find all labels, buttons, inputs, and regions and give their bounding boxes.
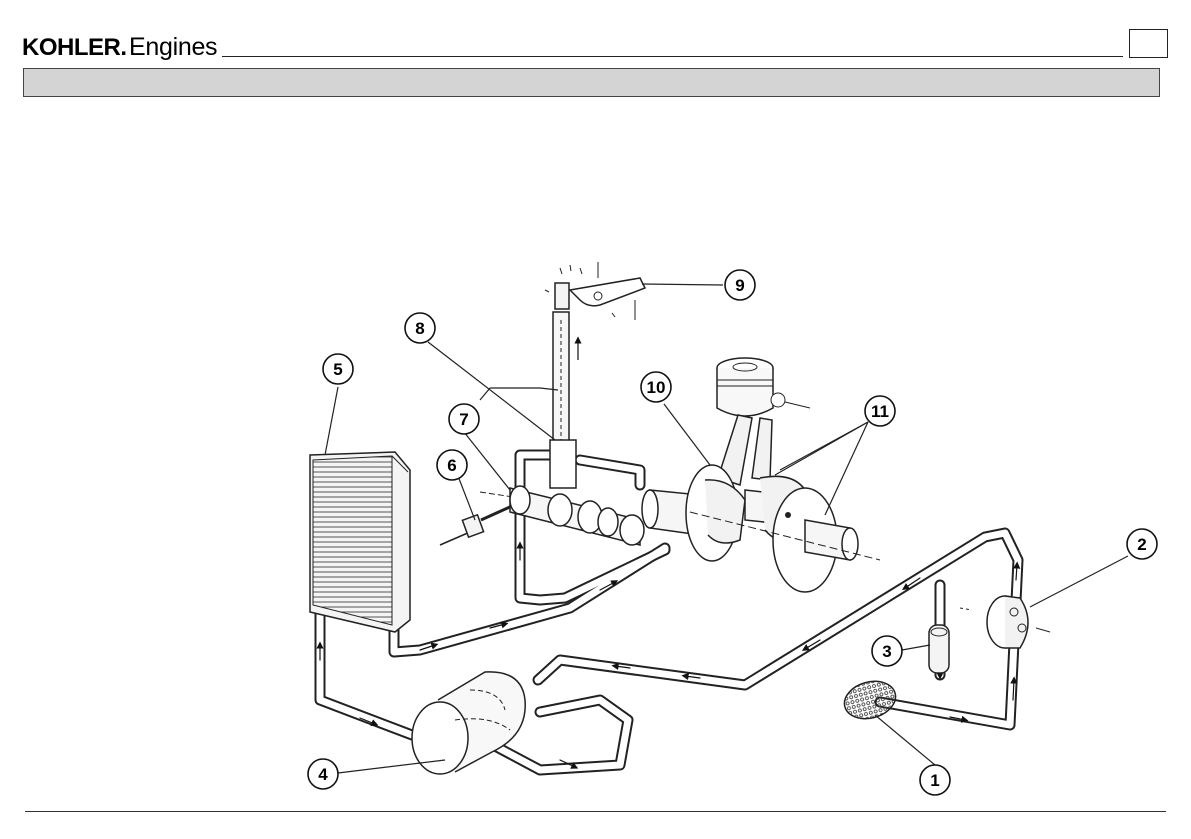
callout-label-8: 8: [415, 319, 424, 338]
callout-label-7: 7: [459, 410, 468, 429]
page-header: KOHLER. Engines: [0, 0, 1191, 70]
kohler-engines-logo: KOHLER. Engines: [22, 33, 217, 63]
section-title-bar: [23, 68, 1160, 97]
callout-circle-6: 6: [437, 450, 467, 480]
pushrod-tube: [550, 312, 578, 488]
callout-circle-10: 10: [641, 372, 671, 402]
callout-label-3: 3: [882, 642, 891, 661]
callout-label-5: 5: [333, 360, 342, 379]
callout-label-9: 9: [735, 276, 744, 295]
oil-cooler: [310, 452, 410, 632]
pressure-relief-valve: [929, 625, 949, 673]
logo-dot: .: [120, 34, 127, 62]
logo-product: Engines: [129, 33, 217, 62]
callout-label-2: 2: [1137, 535, 1146, 554]
callout-label-11: 11: [871, 402, 889, 421]
callout-circle-7: 7: [449, 404, 479, 434]
callout-circle-8: 8: [405, 313, 435, 343]
oil-pressure-switch: [440, 506, 512, 545]
callout-circle-9: 9: [725, 270, 755, 300]
callout-circle-5: 5: [323, 354, 353, 384]
piston: [717, 358, 810, 416]
page-number-box: [1129, 29, 1168, 58]
callout-circle-11: 11: [865, 396, 895, 426]
callout-label-6: 6: [447, 456, 456, 475]
callout-circle-4: 4: [308, 759, 338, 789]
logo-brand: KOHLER: [22, 34, 120, 62]
callout-circle-2: 2: [1127, 529, 1157, 559]
callout-circle-1: 1: [920, 765, 950, 795]
footer-rule: [25, 811, 1166, 812]
callout-circle-3: 3: [872, 636, 902, 666]
crankshaft: [642, 465, 880, 592]
lubrication-circuit-diagram: 1 2 3 4 5 6 7 8 9 10 11: [290, 250, 1170, 805]
callout-label-4: 4: [318, 765, 328, 784]
oil-strainer: [840, 676, 900, 724]
callout-label-10: 10: [647, 378, 666, 397]
camshaft: [480, 486, 644, 545]
callout-label-1: 1: [930, 771, 939, 790]
header-rule: [222, 56, 1123, 57]
